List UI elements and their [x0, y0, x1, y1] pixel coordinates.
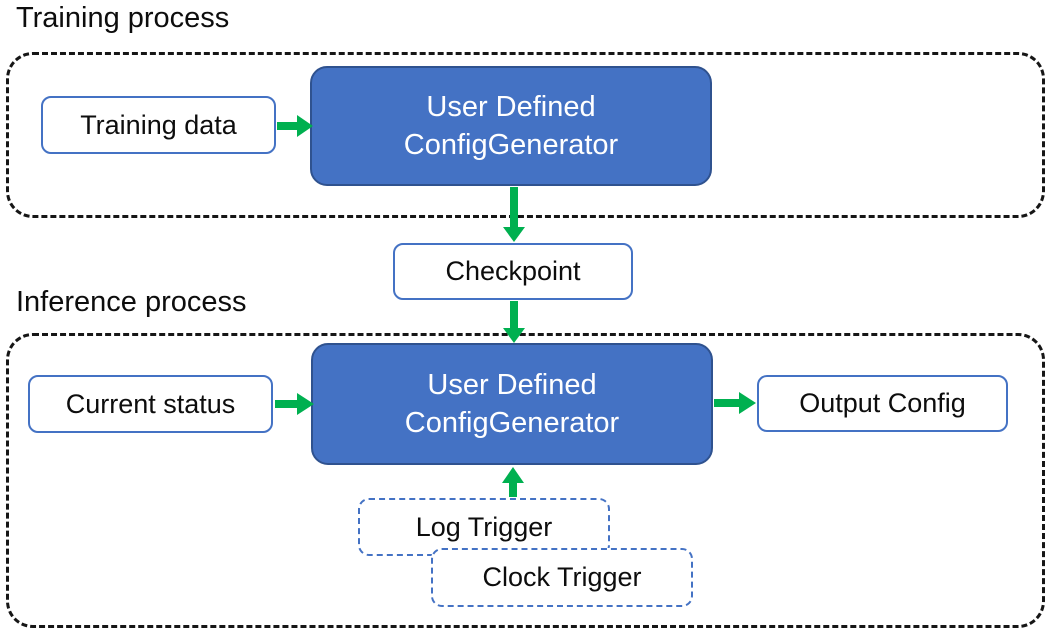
training-process-label: Training process — [16, 2, 230, 34]
checkpoint-box: Checkpoint — [393, 243, 633, 300]
inference-process-label: Inference process — [16, 286, 247, 318]
current-status-box: Current status — [28, 375, 273, 433]
inference-process-container — [6, 333, 1045, 628]
inference-config-generator-line2: ConfigGenerator — [404, 407, 620, 439]
inference-config-generator-box: User Defined ConfigGenerator — [311, 343, 713, 465]
inference-config-generator-line1: User Defined — [427, 368, 597, 401]
log-trigger-box: Log Trigger — [358, 498, 610, 556]
training-config-generator-box: User Defined ConfigGenerator — [310, 66, 712, 186]
training-data-box: Training data — [41, 96, 276, 154]
training-process-container — [6, 52, 1045, 218]
output-config-box: Output Config — [757, 375, 1008, 432]
clock-trigger-box: Clock Trigger — [431, 548, 693, 607]
training-config-generator-line1: User Defined — [426, 90, 596, 123]
training-config-generator-line2: ConfigGenerator — [403, 129, 619, 161]
